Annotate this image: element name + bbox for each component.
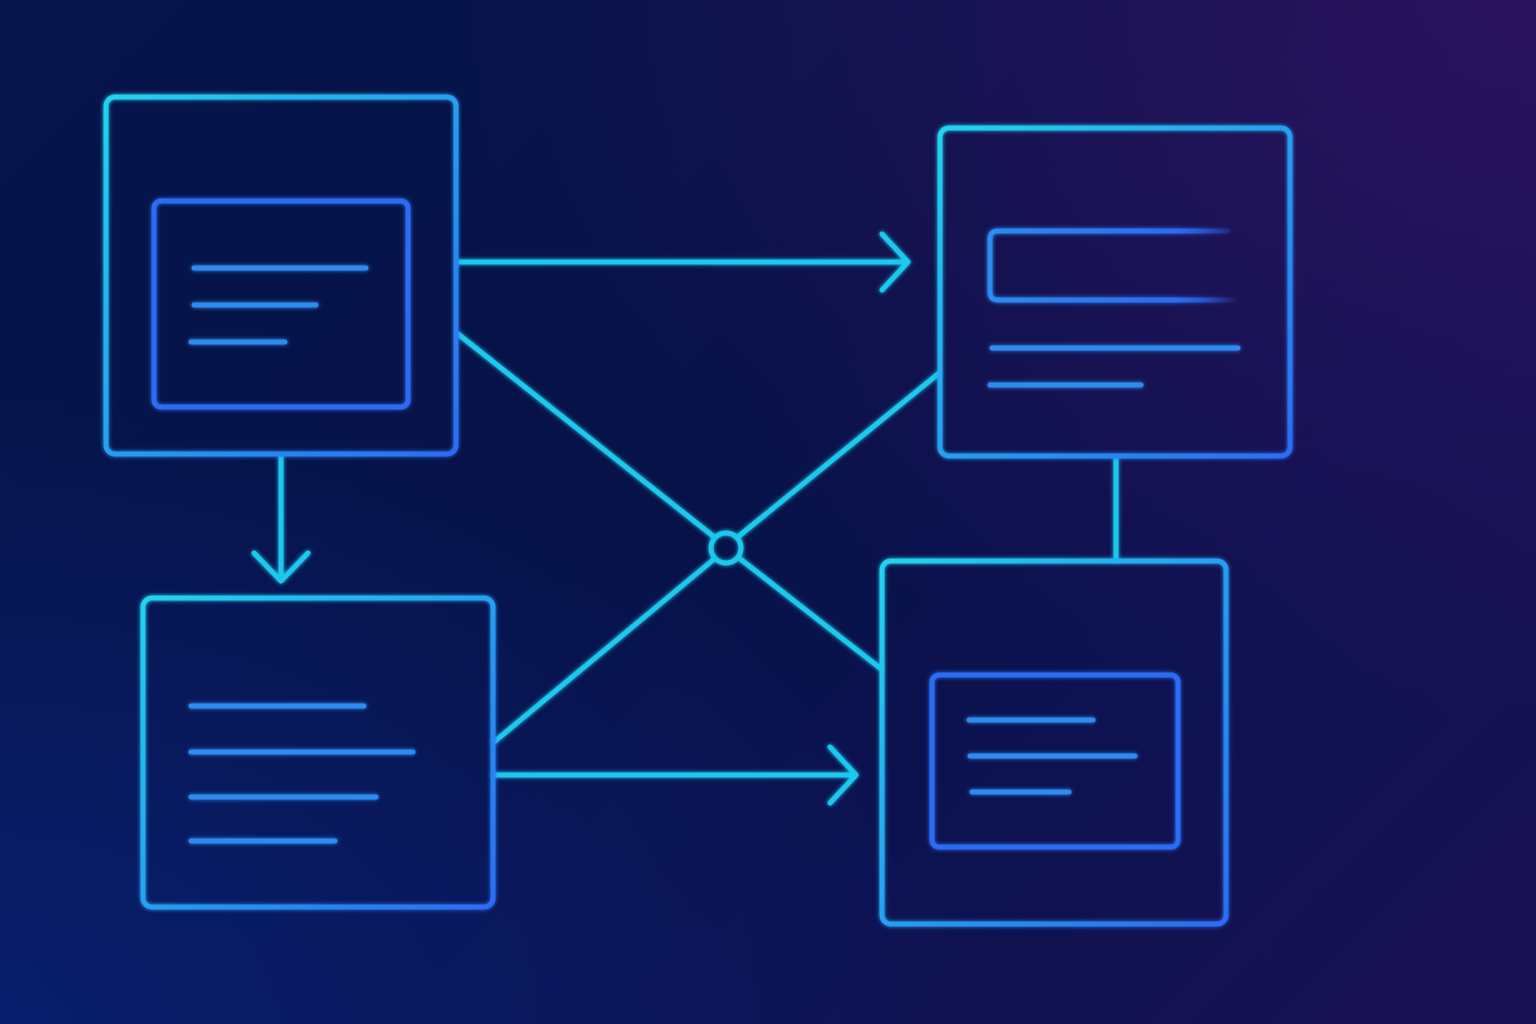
window-top-left [103, 94, 459, 457]
input-field [987, 228, 1241, 303]
window-frame [140, 595, 496, 910]
window-frame [879, 558, 1229, 927]
window-bottom-right [879, 558, 1229, 927]
junction-node [708, 530, 744, 566]
connectors [251, 231, 1119, 806]
window-bottom-left [140, 595, 496, 910]
window-frame [937, 125, 1293, 459]
edge-top-left-to-junction [455, 331, 716, 539]
edge-bottom-left-to-junction [491, 557, 716, 745]
edge-junction-to-top-right [736, 371, 941, 539]
arrowhead-right-icon [827, 744, 859, 806]
edge-junction-to-bottom-right [736, 555, 883, 671]
window-frame [103, 94, 459, 457]
content-panel [151, 198, 411, 410]
arrowhead-right-icon [879, 231, 911, 293]
arrowhead-down-icon [251, 550, 311, 584]
content-panel [929, 672, 1181, 850]
window-top-right [937, 125, 1293, 459]
